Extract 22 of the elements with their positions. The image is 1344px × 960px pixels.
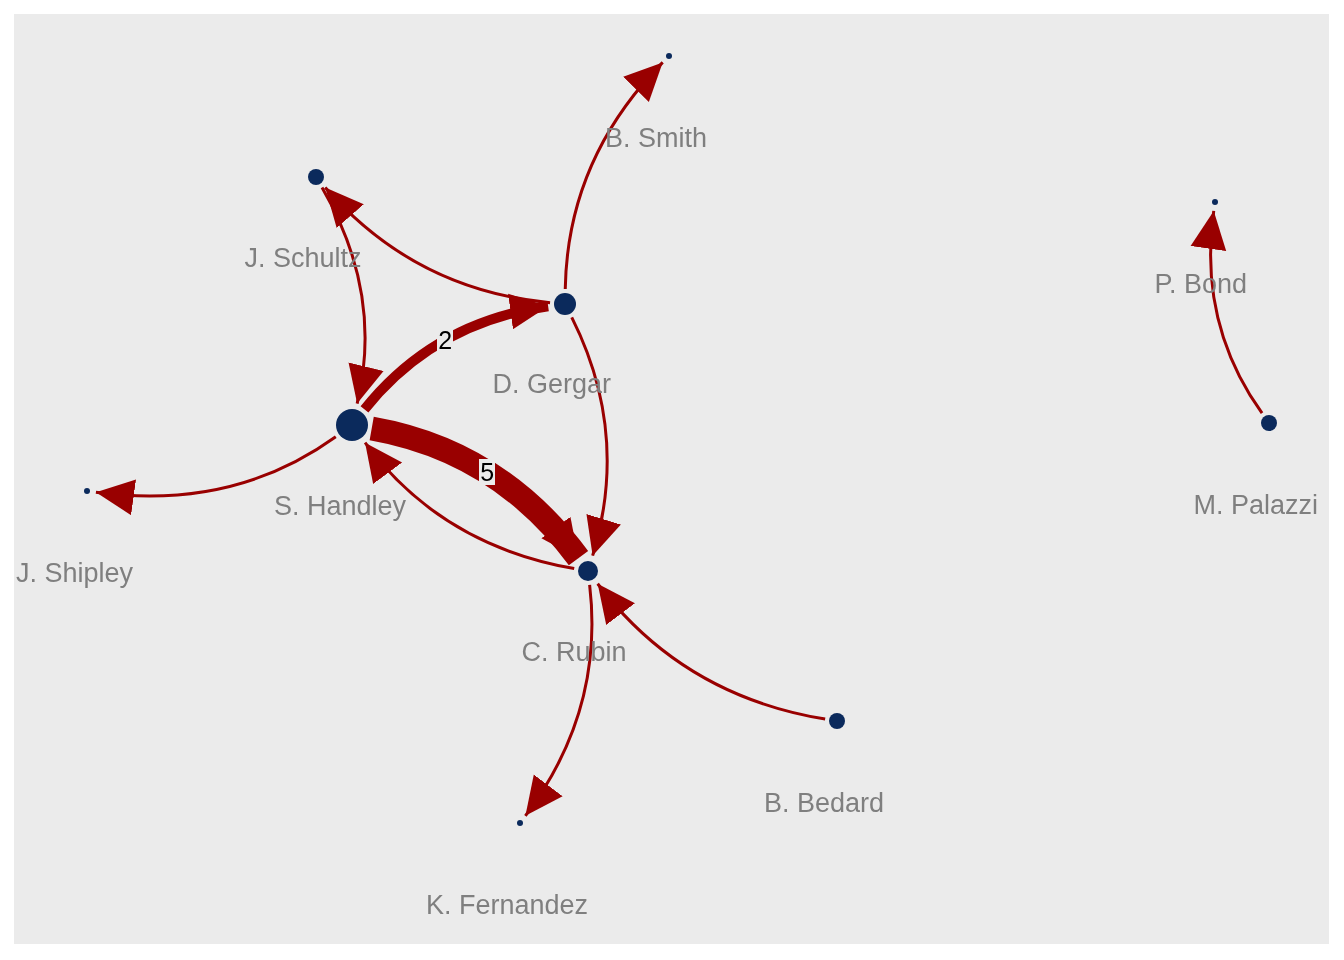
dot-node [1212,199,1218,205]
node-label: J. Shipley [16,558,134,588]
dot-node [517,820,523,826]
arrow [596,582,826,721]
arrow [324,186,551,305]
node-label: K. Fernandez [426,890,589,920]
arrow [95,435,337,515]
node-label: B. Bedard [764,788,885,818]
arrow [360,294,549,413]
arrow [524,584,594,817]
node-label: B. Smith [605,123,708,153]
arrow [363,441,575,571]
arrow [570,316,620,557]
arrow [320,186,383,404]
node-label: M. Palazzi [1193,490,1319,520]
edge-label: 5 [479,459,496,486]
dot-node [666,53,672,59]
arrow [369,416,588,566]
dot-node [84,488,90,494]
arrow [1191,210,1264,415]
arrow [563,61,664,290]
node-label: S. Handley [274,491,407,521]
